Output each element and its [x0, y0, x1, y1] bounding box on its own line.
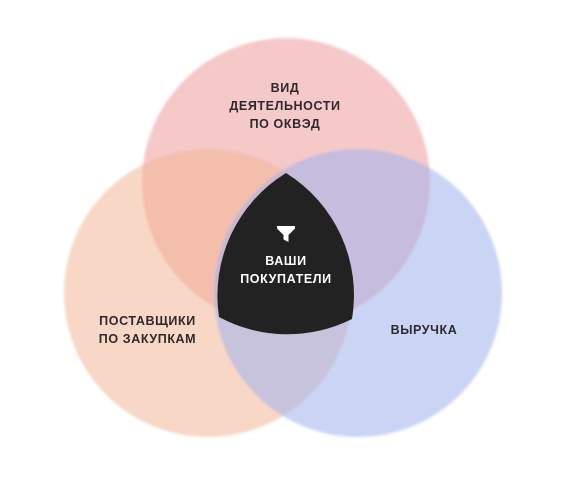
top-circle-label: ВИД ДЕЯТЕЛЬНОСТИ ПО ОКВЭД	[215, 79, 355, 133]
top-label-line2: ДЕЯТЕЛЬНОСТИ	[229, 99, 341, 113]
left-label-line2: ПО ЗАКУПКАМ	[98, 332, 197, 346]
center-label: ВАШИ ПОКУПАТЕЛИ	[226, 224, 346, 288]
funnel-icon	[277, 226, 295, 242]
center-label-line1: ВАШИ	[265, 254, 307, 268]
top-label-line3: ПО ОКВЭД	[249, 117, 321, 131]
left-circle-label: ПОСТАВЩИКИ ПО ЗАКУПКАМ	[80, 312, 215, 348]
right-circle-label: ВЫРУЧКА	[372, 321, 476, 339]
left-label-line1: ПОСТАВЩИКИ	[99, 314, 196, 328]
right-label-line1: ВЫРУЧКА	[390, 323, 458, 337]
center-intersection	[217, 173, 354, 335]
center-label-line2: ПОКУПАТЕЛИ	[240, 272, 332, 286]
top-label-line1: ВИД	[270, 81, 300, 95]
